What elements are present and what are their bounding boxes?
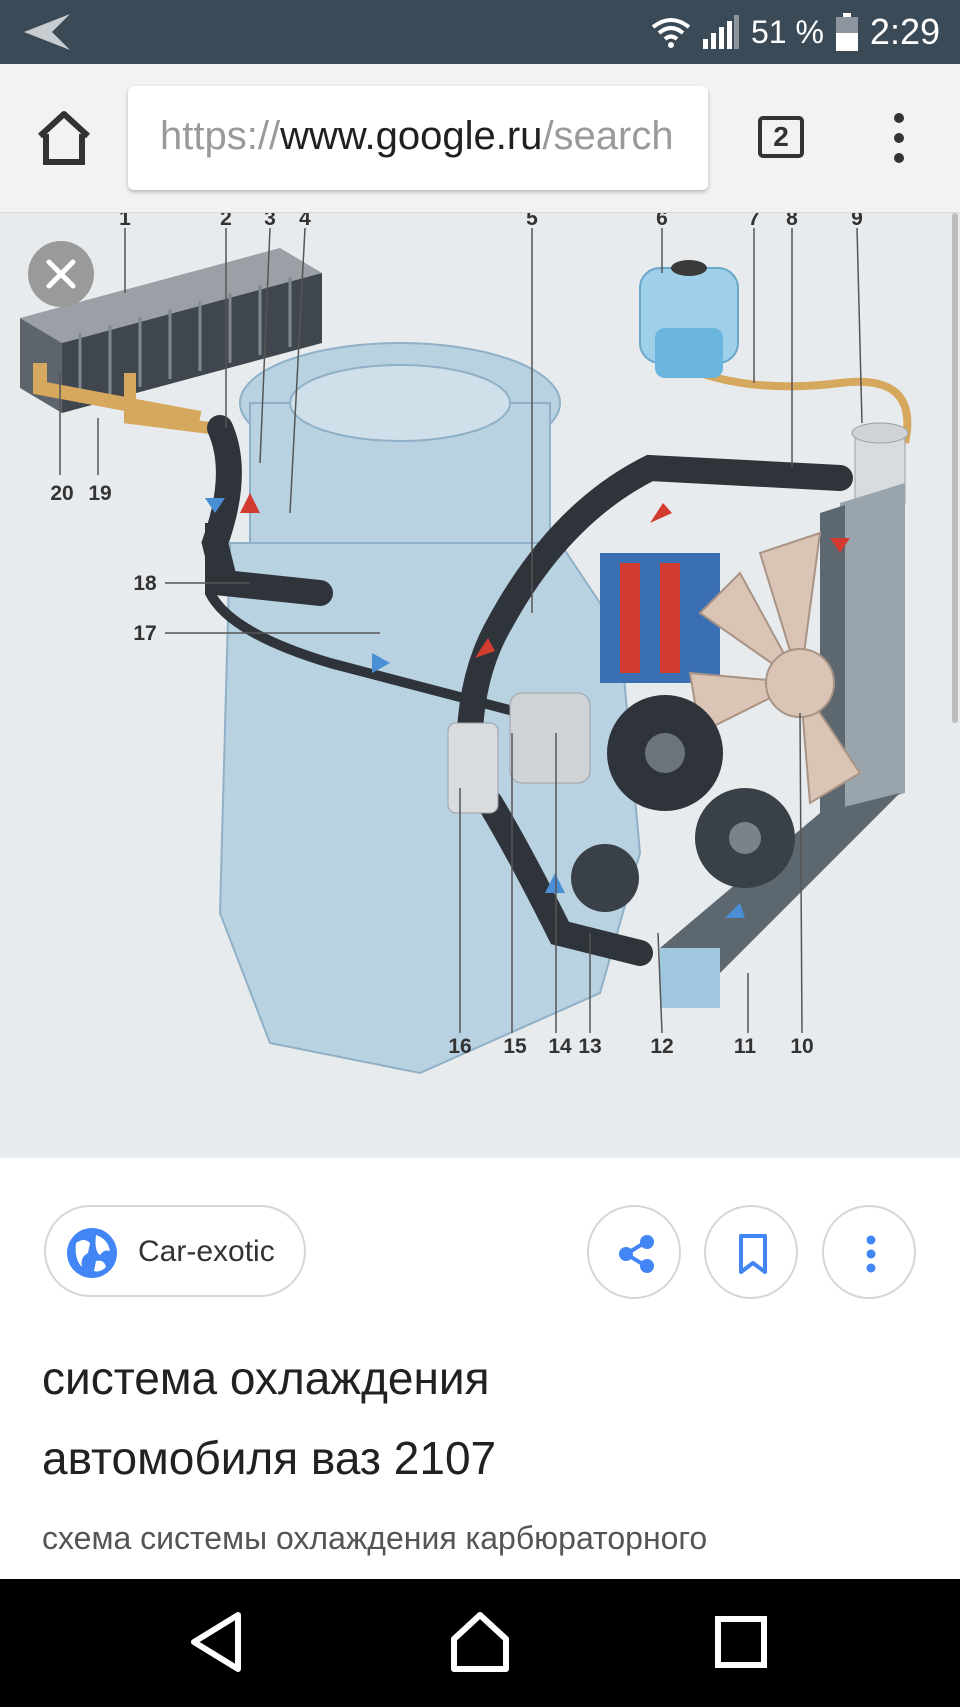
source-name: Car-exotic <box>138 1235 275 1268</box>
overflow-menu-icon[interactable] <box>884 108 914 168</box>
label-16: 16 <box>448 1035 471 1058</box>
wifi-icon <box>651 18 691 48</box>
url-scheme: https:// <box>160 114 281 158</box>
radiator <box>660 422 909 1008</box>
share-button[interactable] <box>587 1205 681 1299</box>
label-11: 11 <box>734 1035 757 1058</box>
address-bar[interactable]: https://www.google.ru/search <box>128 86 708 190</box>
home-icon[interactable] <box>34 108 94 168</box>
signal-icon <box>702 15 739 49</box>
share-icon <box>619 1235 654 1273</box>
label-17: 17 <box>133 622 156 645</box>
label-9: 9 <box>851 213 863 230</box>
cooling-system-diagram: 1 2 3 4 5 6 7 8 9 10 11 12 13 14 15 16 1… <box>20 213 912 1075</box>
label-15: 15 <box>503 1035 527 1058</box>
bookmark-icon <box>739 1234 767 1274</box>
url-text: https://www.google.ru/search <box>160 114 674 159</box>
more-options-button[interactable] <box>822 1205 916 1299</box>
scrollbar-thumb[interactable] <box>952 213 958 723</box>
result-title-line-1: система охлаждения <box>42 1352 490 1404</box>
label-7: 7 <box>748 213 760 230</box>
label-12: 12 <box>650 1035 673 1058</box>
engine-block <box>218 342 642 1075</box>
label-14: 14 <box>548 1035 572 1058</box>
label-19: 19 <box>88 482 111 505</box>
source-chip[interactable]: Car-exotic <box>44 1205 306 1297</box>
status-bar: 51 % 2:29 <box>0 0 960 64</box>
back-arrow-icon[interactable] <box>22 12 72 52</box>
label-18: 18 <box>133 572 157 595</box>
image-viewer[interactable]: 1 2 3 4 5 6 7 8 9 10 11 12 13 14 15 16 1… <box>0 213 960 1158</box>
cooling-fan <box>688 531 862 805</box>
result-snippet: схема системы охлаждения карбюраторного <box>42 1520 708 1556</box>
label-4: 4 <box>299 213 311 230</box>
url-path: /search <box>542 114 674 158</box>
nav-home-icon[interactable] <box>448 1609 512 1675</box>
close-image-button[interactable] <box>28 241 94 307</box>
label-6: 6 <box>656 213 668 230</box>
result-title[interactable]: система охлаждения автомобиля ваз 2107 <box>42 1338 922 1498</box>
label-1: 1 <box>119 213 131 230</box>
url-host: www.google.ru <box>280 114 543 158</box>
nav-recents-icon[interactable] <box>712 1609 772 1675</box>
close-icon <box>46 259 76 289</box>
label-20: 20 <box>50 482 73 505</box>
result-title-line-2: автомобиля ваз 2107 <box>42 1432 497 1484</box>
browser-toolbar: https://www.google.ru/search 2 <box>0 64 960 213</box>
expansion-tank <box>639 260 739 378</box>
tab-switcher-button[interactable]: 2 <box>758 116 804 158</box>
label-3: 3 <box>264 213 276 230</box>
battery-icon <box>835 13 858 51</box>
globe-icon <box>67 1228 117 1278</box>
nav-back-icon[interactable] <box>186 1609 246 1675</box>
label-8: 8 <box>786 213 798 230</box>
label-10: 10 <box>790 1035 813 1058</box>
label-13: 13 <box>578 1035 601 1058</box>
system-nav-bar <box>0 1579 960 1707</box>
label-5: 5 <box>526 213 538 230</box>
label-2: 2 <box>220 213 232 230</box>
bookmark-button[interactable] <box>704 1205 798 1299</box>
more-vert-icon <box>866 1235 876 1273</box>
battery-percent: 51 % <box>750 13 824 50</box>
clock: 2:29 <box>869 11 940 52</box>
url-fade <box>668 86 708 190</box>
